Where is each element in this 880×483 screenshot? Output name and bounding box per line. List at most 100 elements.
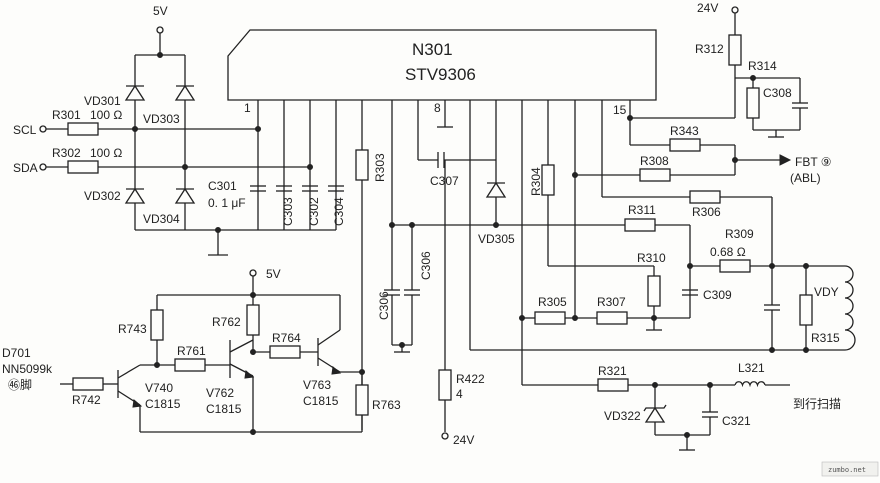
wires-r306	[602, 196, 773, 266]
resistor-r321	[597, 378, 629, 392]
label-r305: R305	[538, 295, 567, 309]
caps-c306	[384, 224, 470, 353]
ic-pin1-label: 1	[244, 101, 251, 115]
label-r314: R314	[748, 59, 777, 73]
signal-fbt: FBT ⑨	[795, 155, 832, 169]
label-c304: C304	[332, 197, 346, 226]
label-r422-value: 4	[456, 387, 463, 401]
label-r301: R301	[52, 108, 81, 122]
resistor-r311	[624, 218, 656, 232]
resistor-r306	[689, 190, 721, 204]
label-r422: R422	[456, 372, 485, 386]
resistor-r761	[174, 358, 206, 372]
label-r308: R308	[640, 154, 669, 168]
label-v762-type: C1815	[206, 402, 242, 416]
label-c302: C302	[307, 197, 321, 226]
label-r742: R742	[72, 393, 101, 407]
supply-24v-bottom: 24V	[453, 433, 474, 447]
label-r304: R304	[529, 167, 543, 196]
label-v762: V762	[206, 386, 234, 400]
resistor-r310	[647, 275, 661, 307]
label-vd301: VD301	[84, 94, 121, 108]
watermark-box	[821, 461, 879, 477]
resistor-r422	[438, 369, 452, 401]
resistor-r763	[355, 384, 369, 416]
scl-terminal	[39, 125, 47, 133]
label-r302: R302	[52, 146, 81, 160]
ic-pins	[257, 100, 631, 385]
label-vd304: VD304	[143, 212, 180, 226]
ic-pin8-label: 8	[434, 101, 441, 115]
label-vd303: VD303	[143, 112, 180, 126]
supply-24v-bottom-terminal	[441, 432, 449, 440]
label-r302-value: 100 Ω	[90, 146, 122, 160]
cap-c309	[682, 289, 698, 296]
label-c303: C303	[281, 197, 295, 226]
wires-r304	[547, 195, 654, 267]
supply-24v-top-terminal	[731, 6, 739, 14]
diode-vd302	[124, 187, 146, 204]
label-c306a: C306	[377, 291, 391, 320]
label-r311: R311	[628, 203, 656, 217]
wires-hscan	[522, 384, 790, 451]
zener-vd322	[643, 404, 667, 423]
label-c301-value: 0. 1 μF	[208, 196, 246, 210]
label-r303: R303	[373, 153, 387, 182]
label-r309-value: 0.68 Ω	[710, 245, 746, 259]
ic-model: STV9306	[405, 65, 476, 84]
label-vd322: VD322	[604, 409, 641, 423]
label-r762: R762	[212, 315, 241, 329]
resistor-r762	[246, 304, 260, 336]
supply-5v-mid: 5V	[266, 267, 281, 281]
label-l321: L321	[738, 361, 765, 375]
supply-5v-top-terminal	[156, 26, 164, 34]
resistor-r314	[746, 87, 760, 119]
signal-scl: SCL	[13, 123, 37, 137]
junction-dots	[132, 52, 809, 438]
label-v763: V763	[303, 378, 331, 392]
label-v763-type: C1815	[303, 394, 339, 408]
label-c308: C308	[763, 86, 792, 100]
diode-vd301	[124, 84, 146, 101]
arrow-v762	[244, 370, 255, 379]
label-r743: R743	[118, 322, 147, 336]
wires-r312-r314	[630, 13, 808, 138]
label-vdy: VDY	[814, 285, 839, 299]
signal-abl: (ABL)	[790, 171, 821, 185]
inductor-l321	[734, 381, 766, 388]
label-r763: R763	[372, 398, 401, 412]
label-vd302: VD302	[84, 189, 121, 203]
signal-sda: SDA	[13, 161, 38, 175]
diode-vd305	[485, 160, 507, 225]
ic-pin15-label: 15	[613, 103, 627, 117]
label-c309: C309	[703, 288, 732, 302]
resistor-r309	[719, 259, 751, 273]
label-vd305: VD305	[478, 232, 515, 246]
cap-c307	[418, 152, 496, 168]
label-pin46: ㊻脚	[8, 377, 32, 392]
diode-vd304	[174, 187, 196, 204]
resistor-r303	[355, 149, 369, 181]
wires-r309-vdy	[470, 265, 845, 351]
scl-sda-wires	[46, 128, 310, 168]
label-r306: R306	[692, 205, 721, 219]
supply-24v-top: 24V	[697, 1, 718, 15]
resistor-r743	[150, 309, 164, 341]
resistor-r305	[534, 311, 566, 325]
resistor-r343	[669, 138, 701, 152]
label-r315: R315	[811, 331, 840, 345]
arrow-fbt	[779, 154, 792, 166]
label-r761: R761	[177, 344, 206, 358]
label-v740-type: C1815	[145, 397, 181, 411]
caps-c301-c304	[250, 185, 344, 192]
label-r309: R309	[725, 227, 754, 241]
label-r307: R307	[597, 295, 626, 309]
signal-to-hscan: 到行扫描	[793, 397, 841, 411]
diode-vd303	[174, 84, 196, 101]
label-d701: D701	[2, 346, 31, 360]
label-r321: R321	[598, 364, 627, 378]
inductor-vdy	[844, 265, 856, 351]
sda-terminal	[39, 163, 47, 171]
resistor-r307	[596, 311, 628, 325]
resistor-r308	[639, 168, 671, 182]
